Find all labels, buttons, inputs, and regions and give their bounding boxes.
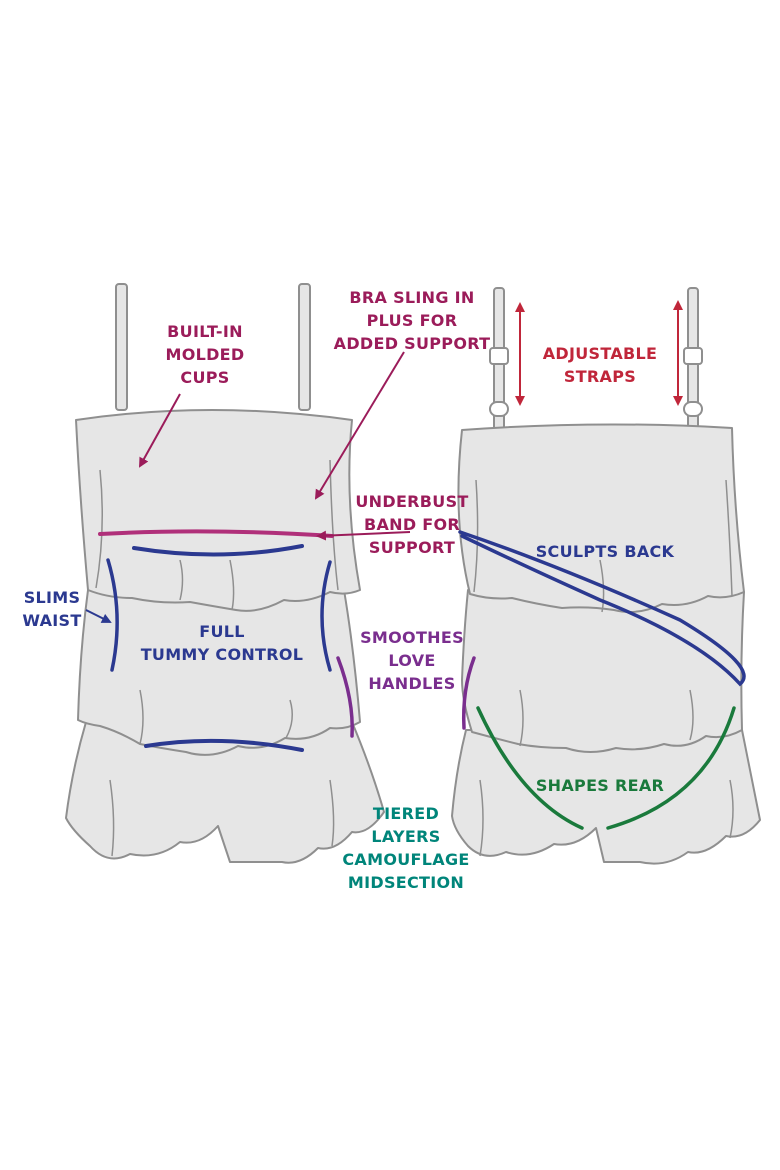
front-ruffle-line-3 [179, 559, 184, 601]
front-ruffle-line-2 [329, 459, 339, 591]
tummy-control-curve-bottom [144, 738, 304, 752]
label-smoothes-love-handles: SMOOTHES LOVE HANDLES [360, 628, 464, 693]
label-underbust-band: UNDERBUST BAND FOR SUPPORT [355, 492, 469, 557]
back-view [451, 287, 761, 865]
front-strap-right [298, 283, 311, 411]
label-sculpts-back: SCULPTS BACK [535, 542, 675, 561]
label-slims-waist: SLIMS WAIST [22, 588, 82, 630]
front-ruffle-line-8 [329, 779, 335, 847]
label-bra-sling: BRA SLING IN PLUS FOR ADDED SUPPORT [333, 288, 491, 353]
built-in-cups-arrow [139, 393, 181, 468]
love-handles-curve-back [461, 656, 476, 730]
front-strap-left [115, 283, 128, 411]
label-built-in-cups: BUILT-IN MOLDED CUPS [165, 322, 245, 387]
front-bodice [75, 409, 361, 612]
back-shorts [451, 729, 761, 865]
front-ruffle-line-6 [285, 699, 293, 739]
sculpts-back-curve [458, 530, 746, 687]
back-ruffle-line-4 [519, 689, 524, 747]
back-strap-ring-right [683, 401, 703, 417]
label-shapes-rear: SHAPES REAR [535, 776, 665, 795]
shapes-rear-curve-right [606, 706, 736, 830]
back-strap-slider-right [683, 347, 703, 365]
label-adjustable-straps: ADJUSTABLE STRAPS [542, 344, 658, 386]
underbust-band-arrow [316, 530, 411, 541]
back-ruffle-line-2 [725, 479, 733, 597]
back-strap-ring-left [489, 401, 509, 417]
back-ruffle-line-6 [479, 779, 484, 857]
front-middle-tier [77, 589, 361, 756]
back-middle-tier [461, 589, 745, 753]
back-ruffle-line-7 [729, 779, 734, 839]
back-ruffle-line-5 [689, 689, 694, 741]
slims-waist-arrow [85, 609, 112, 623]
front-ruffle-line-4 [229, 559, 235, 611]
back-strap-slider-left [489, 347, 509, 365]
front-shorts [65, 721, 385, 864]
tummy-control-curve-top [132, 544, 304, 557]
label-full-tummy-control: FULL TUMMY CONTROL [140, 622, 304, 664]
slims-waist-curve-left [106, 558, 119, 672]
front-ruffle-line-5 [139, 689, 144, 745]
label-tiered-layers: TIERED LAYERS CAMOUFLAGE MIDSECTION [342, 804, 470, 892]
underbust-band-line [98, 529, 334, 538]
love-handles-curve-front [336, 656, 354, 738]
front-ruffle-line [95, 469, 103, 589]
back-bodice [457, 423, 745, 613]
slims-waist-curve-right [320, 560, 332, 672]
bra-sling-arrow [314, 351, 405, 500]
front-ruffle-line-7 [109, 779, 115, 857]
shapes-rear-curve [476, 706, 584, 830]
